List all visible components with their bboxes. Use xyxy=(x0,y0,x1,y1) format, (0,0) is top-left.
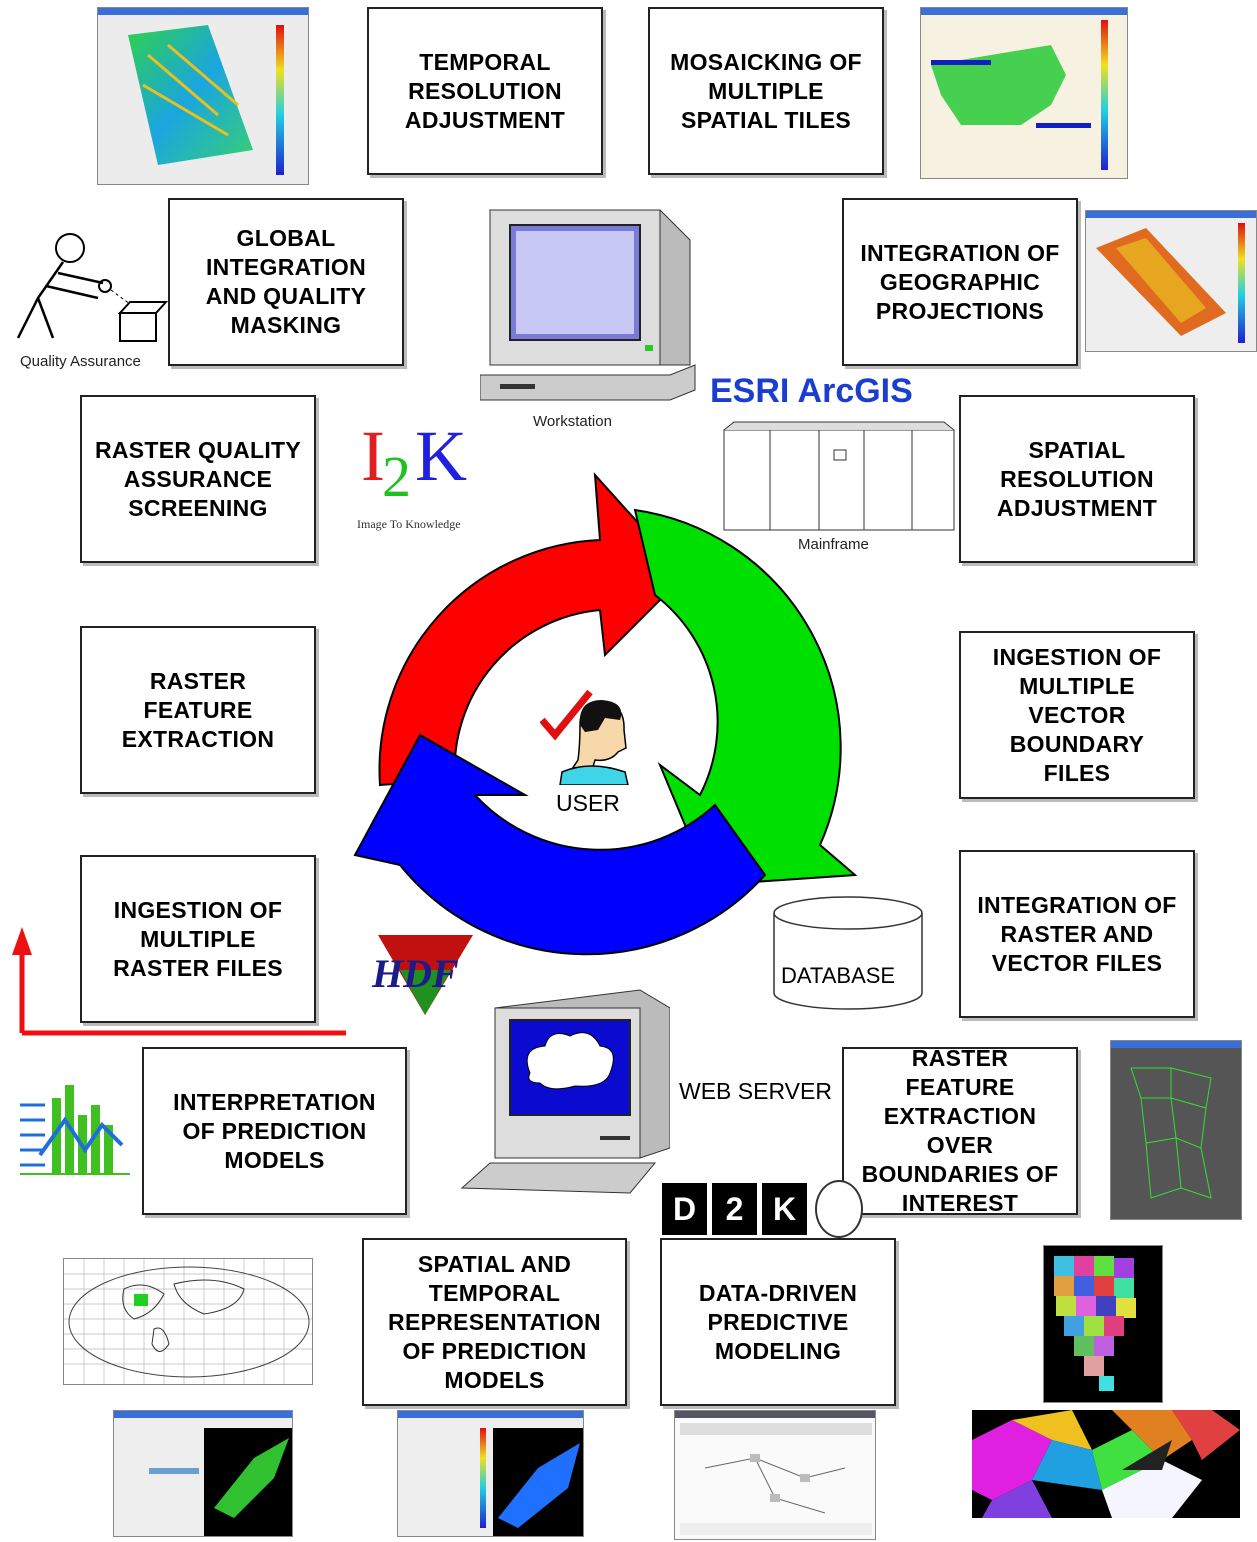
thumbnail-county-map xyxy=(1043,1245,1163,1403)
i2k-logo-i: I xyxy=(361,416,385,496)
raster-ingest-box: INGESTION OF MULTIPLE RASTER FILES xyxy=(80,855,316,1023)
green-arrow xyxy=(633,508,858,887)
mainframe-label: Mainframe xyxy=(798,536,869,553)
raster-ingest-label: INGESTION OF MULTIPLE RASTER FILES xyxy=(113,896,283,981)
spatial-resolution-label: SPATIAL RESOLUTION ADJUSTMENT xyxy=(996,436,1158,521)
database-label: DATABASE xyxy=(781,963,896,988)
d2k-logo: D 2 K xyxy=(662,1180,867,1240)
web-server-label: WEB SERVER xyxy=(679,1078,832,1104)
data-driven-label: DATA-DRIVEN PREDICTIVE MODELING xyxy=(698,1279,858,1364)
global-integration-label: GLOBAL INTEGRATION AND QUALITY MASKING xyxy=(205,225,367,338)
chart-icon xyxy=(20,1085,130,1175)
workstation-icon xyxy=(480,209,696,401)
raster-feature-label: RASTER FEATURE EXTRACTION xyxy=(121,667,275,752)
thumbnail-cluster-map xyxy=(972,1410,1240,1518)
spatial-temporal-box: SPATIAL AND TEMPORAL REPRESENTATION OF P… xyxy=(362,1238,627,1406)
thumbnail-temporal-map xyxy=(97,7,309,185)
thumbnail-world-map xyxy=(63,1258,313,1385)
database-icon xyxy=(773,896,923,1010)
thumbnail-blue-region xyxy=(397,1410,584,1537)
thumbnail-d2k-workflow xyxy=(674,1410,876,1540)
mosaicking-label: MOSAICKING OF MULTIPLE SPATIAL TILES xyxy=(670,48,862,133)
projections-label: INTEGRATION OF GEOGRAPHIC PROJECTIONS xyxy=(860,239,1060,324)
hdf-logo-shape xyxy=(378,935,473,1015)
red-corner-arrow xyxy=(12,927,346,1036)
vector-ingest-label: INGESTION OF MULTIPLE VECTOR BOUNDARY FI… xyxy=(992,643,1162,786)
thumbnail-projection-map xyxy=(1085,210,1257,352)
raster-vector-label: INTEGRATION OF RASTER AND VECTOR FILES xyxy=(977,891,1177,976)
feature-boundaries-box: RASTER FEATURE EXTRACTION OVER BOUNDARIE… xyxy=(842,1045,1078,1216)
d2k-block-2: 2 xyxy=(712,1183,757,1235)
blue-arrow xyxy=(353,733,767,956)
i2k-logo-2: 2 xyxy=(382,444,411,509)
i2k-logo-k: K xyxy=(415,416,467,496)
projections-box: INTEGRATION OF GEOGRAPHIC PROJECTIONS xyxy=(842,198,1078,366)
raster-qa-label: RASTER QUALITY ASSURANCE SCREENING xyxy=(94,436,302,521)
raster-feature-box: RASTER FEATURE EXTRACTION xyxy=(80,626,316,794)
d2k-block-d: D xyxy=(662,1183,707,1235)
quality-assurance-label: Quality Assurance xyxy=(20,353,141,370)
spatial-resolution-box: SPATIAL RESOLUTION ADJUSTMENT xyxy=(959,395,1195,563)
mosaicking-box: MOSAICKING OF MULTIPLE SPATIAL TILES xyxy=(648,7,884,175)
cycle-arrows xyxy=(353,472,858,956)
web-server-icon xyxy=(460,989,670,1194)
thumbnail-green-region xyxy=(113,1410,293,1537)
temporal-resolution-box: TEMPORAL RESOLUTION ADJUSTMENT xyxy=(367,7,603,175)
spatial-temporal-label: SPATIAL AND TEMPORAL REPRESENTATION OF P… xyxy=(388,1250,601,1393)
i2k-tagline: Image To Knowledge xyxy=(357,517,461,531)
raster-vector-box: INTEGRATION OF RASTER AND VECTOR FILES xyxy=(959,850,1195,1018)
temporal-resolution-label: TEMPORAL RESOLUTION ADJUSTMENT xyxy=(404,48,566,133)
mainframe-icon xyxy=(723,421,955,531)
user-label: USER xyxy=(556,790,620,816)
thumbnail-boundaries-map xyxy=(1110,1040,1242,1220)
raster-qa-box: RASTER QUALITY ASSURANCE SCREENING xyxy=(80,395,316,563)
red-arrow xyxy=(378,472,687,787)
thumbnail-mosaic-map xyxy=(920,7,1128,179)
hdf-logo-text: HDF xyxy=(372,951,459,996)
interpretation-label: INTERPRETATION OF PREDICTION MODELS xyxy=(173,1088,376,1173)
d2k-circle xyxy=(815,1180,863,1238)
feature-boundaries-label: RASTER FEATURE EXTRACTION OVER BOUNDARIE… xyxy=(861,1045,1059,1216)
quality-assurance-figure xyxy=(16,233,168,342)
esri-arcgis-label: ESRI ArcGIS xyxy=(710,372,913,410)
data-driven-box: DATA-DRIVEN PREDICTIVE MODELING xyxy=(660,1238,896,1406)
vector-ingest-box: INGESTION OF MULTIPLE VECTOR BOUNDARY FI… xyxy=(959,631,1195,799)
global-integration-box: GLOBAL INTEGRATION AND QUALITY MASKING xyxy=(168,198,404,366)
interpretation-box: INTERPRETATION OF PREDICTION MODELS xyxy=(142,1047,407,1215)
user-icon xyxy=(540,690,629,785)
d2k-block-k: K xyxy=(762,1183,807,1235)
workstation-label: Workstation xyxy=(533,413,612,430)
i2k-logo: I 2 K Image To Knowledge xyxy=(355,415,485,535)
